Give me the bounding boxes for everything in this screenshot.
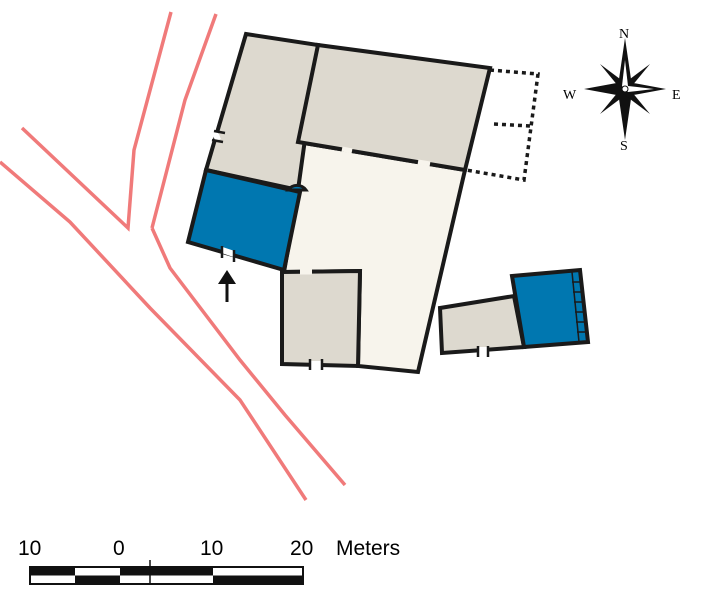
outbuilding-blue-room [509, 267, 591, 350]
door-west [212, 130, 221, 142]
outbuilding-room [437, 293, 527, 356]
road-branch-east [150, 13, 218, 229]
road-edge-west [0, 160, 308, 501]
scale-label-3: 10 [200, 537, 223, 560]
scale-label-2: 0 [113, 537, 125, 560]
door-entrance [221, 247, 235, 257]
compass-rose-icon [584, 38, 666, 140]
scale-bar [29, 560, 304, 585]
road-edge-east [150, 227, 347, 487]
compass-south: S [620, 139, 628, 154]
room-northeast [295, 42, 493, 173]
scale-unit: Meters [336, 537, 400, 560]
road [0, 11, 347, 501]
outbuilding-stair [571, 271, 586, 343]
courtyard-wall-gaps [300, 146, 431, 275]
compass-north: N [619, 27, 629, 42]
compass-east: E [672, 88, 681, 103]
corner-niche [285, 183, 309, 192]
room-south [280, 268, 363, 369]
road-branch-west [20, 11, 173, 232]
compass-west: W [563, 88, 577, 103]
door-openings [212, 130, 488, 367]
arrow-up-icon [218, 270, 236, 302]
room-northwest [203, 31, 321, 193]
conjectural-wall [465, 68, 540, 183]
conjectural-wall-inner [493, 122, 531, 128]
door-jambs [211, 129, 490, 370]
scale-label-1: 10 [18, 537, 41, 560]
scale-label-4: 20 [290, 537, 313, 560]
